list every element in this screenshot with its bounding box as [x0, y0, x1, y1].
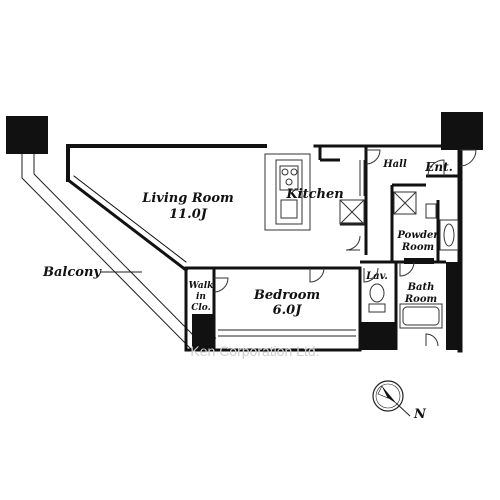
bedroom-label: Bedroom — [253, 288, 320, 303]
bedroom-size: 6.0J — [273, 303, 303, 318]
pipe-shafts — [339, 191, 417, 225]
column-left — [6, 116, 48, 154]
balcony-label: Balcony — [42, 265, 102, 280]
entrance-label: Ent. — [424, 160, 453, 174]
walk-in-closet-label-2: in — [196, 292, 206, 302]
walk-in-closet-label-1: Walk — [189, 281, 214, 291]
wall-block-lav — [360, 322, 396, 350]
kitchen-counter — [264, 153, 311, 231]
bath-room-label-1: Bath — [407, 282, 435, 293]
lavatory-label: Lav. — [365, 271, 388, 282]
living-room-size: 11.0J — [169, 207, 208, 222]
bedroom-window — [218, 329, 356, 337]
compass-icon — [372, 380, 411, 417]
fixtures — [359, 160, 459, 329]
north-label: N — [413, 407, 427, 422]
powder-room-label-1: Powder — [396, 230, 439, 241]
bath-room-label-2: Room — [404, 294, 437, 305]
walk-in-closet-label-3: Clo. — [191, 303, 211, 313]
living-room-label: Living Room — [141, 191, 234, 206]
watermark-text: Ken Corporation Ltd. — [190, 343, 319, 359]
wall-block-wic — [192, 314, 214, 350]
kitchen-label: Kitchen — [285, 187, 343, 202]
powder-room-label-2: Room — [401, 242, 434, 253]
hall-label: Hall — [382, 159, 407, 170]
wall-block-right — [446, 262, 462, 350]
door-swings — [213, 149, 477, 347]
